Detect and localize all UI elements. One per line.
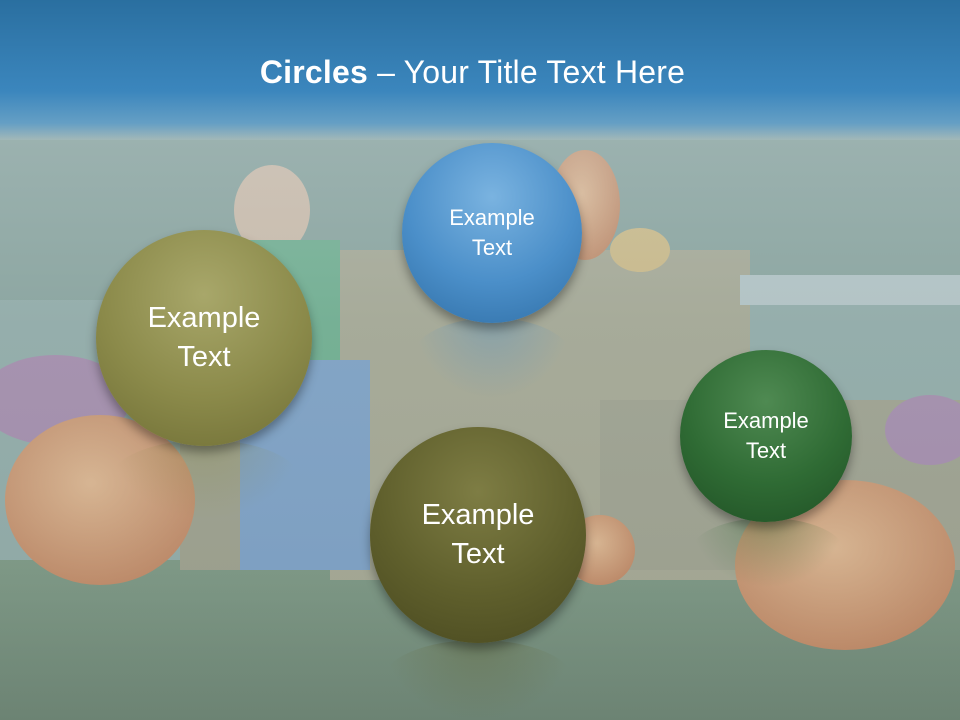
slide-title: Circles – Your Title Text Here bbox=[0, 54, 945, 91]
circle-reflection-green bbox=[690, 518, 845, 588]
circle-dark-olive-text: Example Text bbox=[421, 498, 535, 570]
circle-reflection-blue bbox=[412, 318, 572, 398]
title-rest: – Your Title Text Here bbox=[368, 54, 686, 90]
circle-reflection-dark-olive bbox=[383, 640, 573, 720]
circle-reflection-olive bbox=[110, 440, 300, 520]
circle-blue-text: Example Text bbox=[449, 205, 535, 260]
circle-green-text: Example Text bbox=[723, 408, 809, 463]
circle-dark-olive[interactable]: Example Text bbox=[370, 427, 586, 643]
title-bold: Circles bbox=[259, 54, 369, 90]
circle-green[interactable]: Example Text bbox=[680, 350, 852, 522]
circle-olive[interactable]: Example Text bbox=[96, 230, 312, 446]
circle-olive-text: Example Text bbox=[147, 301, 261, 373]
title-bar: Circles – Your Title Text Here bbox=[0, 0, 960, 140]
circle-blue[interactable]: Example Text bbox=[402, 143, 582, 323]
